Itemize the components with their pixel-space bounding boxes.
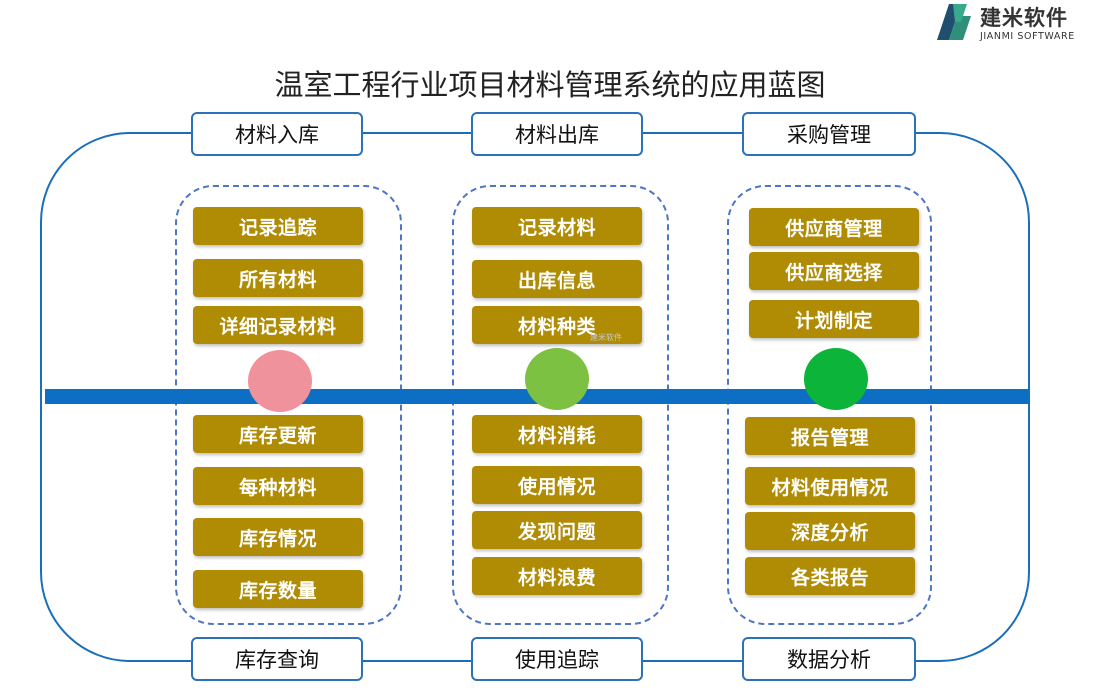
column-2-lower-item: 使用情况 bbox=[472, 466, 642, 504]
column-2-upper-item: 材料种类 bbox=[472, 306, 642, 344]
column-3-lower-item: 各类报告 bbox=[745, 557, 915, 595]
column-2-upper-item: 出库信息 bbox=[472, 260, 642, 298]
column-3-upper-item: 供应商管理 bbox=[749, 208, 919, 246]
column-1-lower-item: 库存数量 bbox=[193, 570, 363, 608]
column-1-top-label: 材料入库 bbox=[191, 112, 363, 156]
logo-tagline: JIANMI SOFTWARE bbox=[980, 31, 1075, 42]
column-3-top-label: 采购管理 bbox=[742, 112, 916, 156]
column-box-3 bbox=[727, 185, 932, 625]
column-box-1 bbox=[175, 185, 402, 625]
column-2-milestone-dot bbox=[525, 348, 589, 410]
watermark-text: 建米软件 bbox=[590, 333, 622, 342]
logo-name: 建米软件 bbox=[980, 6, 1068, 30]
column-2-lower-item: 材料浪费 bbox=[472, 557, 642, 595]
column-3-bottom-label: 数据分析 bbox=[742, 637, 916, 681]
column-1-upper-item: 所有材料 bbox=[193, 259, 363, 297]
page-title: 温室工程行业项目材料管理系统的应用蓝图 bbox=[274, 68, 826, 102]
column-3-milestone-dot bbox=[804, 348, 868, 410]
column-1-upper-item: 记录追踪 bbox=[193, 207, 363, 245]
column-2-bottom-label: 使用追踪 bbox=[471, 637, 643, 681]
column-1-bottom-label: 库存查询 bbox=[191, 637, 363, 681]
column-1-lower-item: 库存更新 bbox=[193, 415, 363, 453]
column-3-lower-item: 深度分析 bbox=[745, 512, 915, 550]
column-2-lower-item: 材料消耗 bbox=[472, 415, 642, 453]
column-1-lower-item: 库存情况 bbox=[193, 518, 363, 556]
column-box-2 bbox=[452, 185, 669, 625]
column-2-lower-item: 发现问题 bbox=[472, 511, 642, 549]
column-1-lower-item: 每种材料 bbox=[193, 467, 363, 505]
column-3-upper-item: 计划制定 bbox=[749, 300, 919, 338]
column-3-upper-item: 供应商选择 bbox=[749, 252, 919, 290]
column-2-top-label: 材料出库 bbox=[471, 112, 643, 156]
column-3-lower-item: 报告管理 bbox=[745, 417, 915, 455]
logo-mark-icon bbox=[937, 4, 971, 40]
column-3-lower-item: 材料使用情况 bbox=[745, 467, 915, 505]
brand-logo: 建米软件 JIANMI SOFTWARE bbox=[925, 0, 1100, 48]
column-2-upper-item: 记录材料 bbox=[472, 207, 642, 245]
column-1-upper-item: 详细记录材料 bbox=[193, 306, 363, 344]
column-1-milestone-dot bbox=[248, 350, 312, 412]
